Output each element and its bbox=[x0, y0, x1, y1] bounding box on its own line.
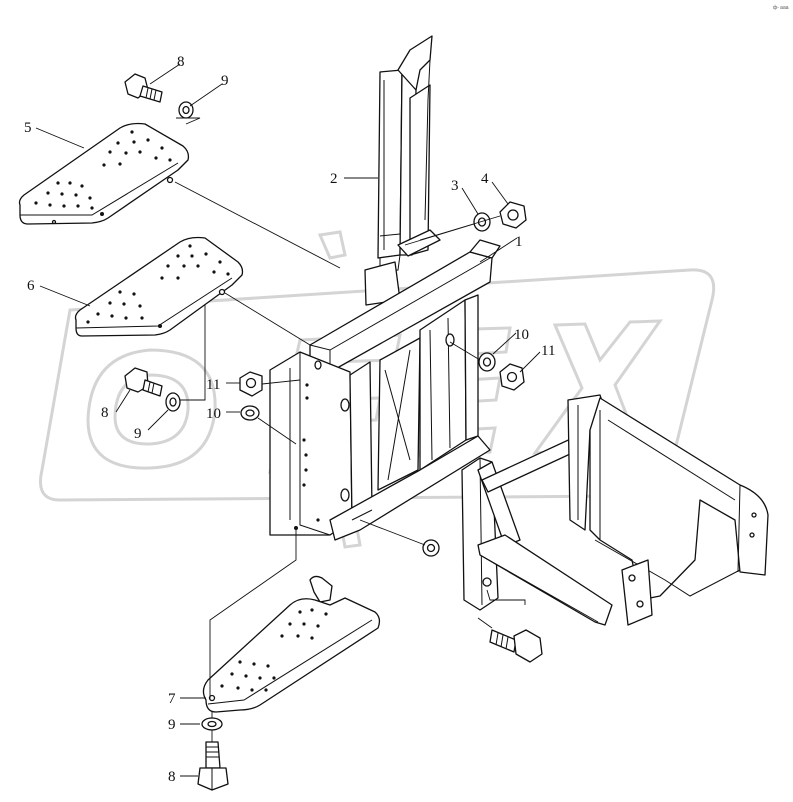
nut-icon bbox=[239, 371, 263, 397]
bolt-icon bbox=[124, 367, 163, 397]
washer-icon bbox=[422, 539, 440, 557]
pedal-plate-part-6 bbox=[74, 236, 244, 337]
bolt-icon bbox=[489, 629, 543, 663]
washer-icon bbox=[473, 212, 491, 232]
callout-8: 8 bbox=[168, 769, 176, 785]
callout-10: 10 bbox=[206, 406, 221, 422]
callout-6: 6 bbox=[27, 278, 35, 294]
callout-2: 2 bbox=[330, 171, 338, 187]
washer-icon bbox=[165, 392, 181, 412]
bolt-icon bbox=[197, 741, 229, 791]
callout-9: 9 bbox=[134, 426, 142, 442]
callout-1: 1 bbox=[515, 234, 523, 250]
washer-icon bbox=[201, 717, 223, 731]
callout-11: 11 bbox=[541, 343, 555, 359]
callout-8: 8 bbox=[177, 54, 185, 70]
right-frame-assembly bbox=[461, 394, 769, 626]
callout-4: 4 bbox=[481, 171, 489, 187]
callout-8: 8 bbox=[101, 405, 109, 421]
callout-7: 7 bbox=[168, 691, 176, 707]
corner-mark: ф- ааа bbox=[773, 5, 789, 11]
washer-icon bbox=[478, 352, 496, 372]
callout-labels: 8 9 5 2 3 4 1 6 10 11 11 10 8 9 7 9 8 bbox=[24, 54, 555, 785]
callout-9: 9 bbox=[221, 73, 229, 89]
bolt-icon bbox=[124, 73, 163, 103]
lever-bar-part-2 bbox=[364, 35, 433, 306]
leader-lines bbox=[35, 63, 541, 777]
main-bracket-part-1 bbox=[269, 229, 501, 541]
callout-9: 9 bbox=[168, 717, 176, 733]
pedal-plate-part-5 bbox=[18, 122, 190, 225]
pedal-plate-part-7 bbox=[202, 575, 381, 713]
washer-icon bbox=[178, 101, 194, 119]
callout-11: 11 bbox=[206, 377, 220, 393]
nut-icon bbox=[499, 363, 525, 391]
callout-10: 10 bbox=[514, 327, 529, 343]
nut-icon bbox=[499, 201, 527, 229]
callout-5: 5 bbox=[24, 120, 32, 136]
callout-3: 3 bbox=[451, 178, 459, 194]
washer-icon bbox=[240, 405, 260, 421]
